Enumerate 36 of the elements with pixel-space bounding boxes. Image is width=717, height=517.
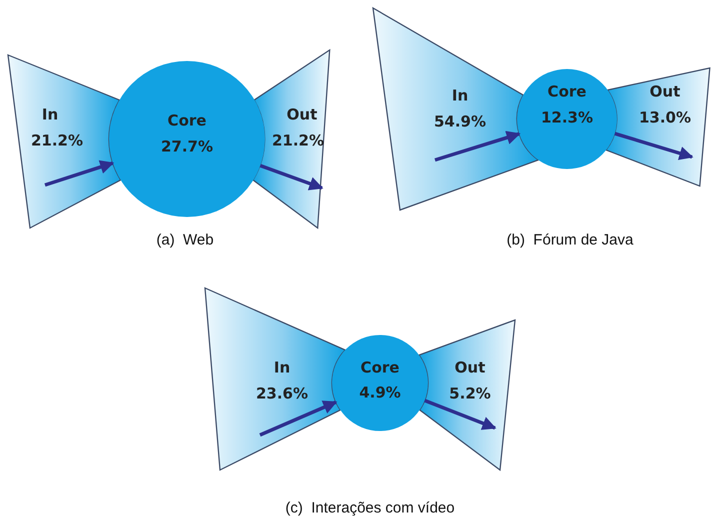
percentage-label: 4.9% — [359, 386, 401, 400]
arrow — [424, 398, 496, 430]
region-label: Out — [286, 108, 318, 122]
subfigure-caption: (c) Interações com vídeo — [285, 500, 455, 516]
percentage-label: 13.0% — [638, 110, 691, 126]
region-label: Out — [454, 360, 486, 376]
in-trapezoid — [373, 8, 538, 210]
arrow — [434, 130, 521, 162]
in-trapezoid — [205, 288, 346, 470]
arrow — [260, 164, 324, 190]
arrow — [44, 160, 114, 187]
percentage-label: 5.2% — [449, 386, 491, 402]
subfigure-caption: (a) Web — [156, 232, 214, 248]
percentage-label: 54.9% — [434, 114, 486, 130]
out-trapezoid — [418, 320, 515, 470]
region-label: In — [274, 360, 290, 376]
percentage-label: 12.3% — [540, 110, 594, 126]
region-label: Out — [650, 84, 680, 100]
arrow — [259, 400, 338, 437]
subfigure-caption: (b) Fórum de Java — [506, 232, 634, 248]
core-circle — [109, 61, 265, 217]
core-circle — [332, 335, 428, 431]
region-label: In — [42, 108, 58, 122]
arrow — [614, 132, 694, 160]
region-label: Core — [360, 360, 400, 376]
percentage-label: 21.2% — [272, 134, 324, 148]
region-label: Core — [548, 84, 586, 100]
core-circle — [517, 69, 617, 169]
in-trapezoid — [8, 55, 121, 228]
out-trapezoid — [606, 68, 710, 186]
out-trapezoid — [253, 50, 330, 228]
region-label: Core — [168, 114, 206, 128]
region-label: In — [452, 88, 468, 104]
percentage-label: 27.7% — [160, 140, 214, 154]
percentage-label: 21.2% — [30, 134, 84, 148]
percentage-label: 23.6% — [256, 386, 308, 402]
